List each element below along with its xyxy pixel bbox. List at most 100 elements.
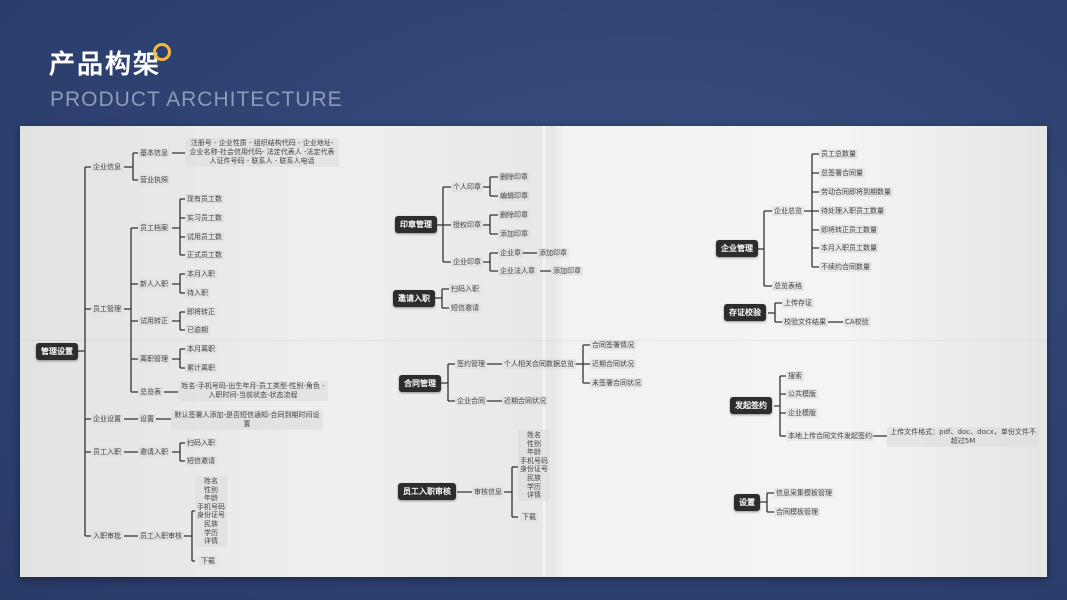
node: 已逾期 [185, 325, 210, 335]
field: 学历 [204, 528, 218, 537]
node: 正式员工数 [185, 250, 224, 260]
node: 添加印章 [498, 229, 530, 239]
fold-line [543, 126, 545, 577]
field-list: 姓名性别年龄手机号码身份证号民族学历详情 [518, 430, 550, 501]
node: 个人印章 [451, 182, 483, 192]
connector [758, 210, 772, 287]
node: 入职审批 [91, 531, 123, 541]
node: 审核信息 [472, 487, 504, 497]
page-title: 产品构架 [49, 50, 162, 80]
connector [774, 375, 786, 437]
node: 企业模版 [786, 408, 818, 418]
node: 扫码入职 [185, 438, 217, 448]
connector [172, 311, 185, 331]
node: 设置 [138, 414, 156, 424]
connector [760, 492, 774, 513]
node: 扫码入职 [449, 284, 481, 294]
root-node: 员工入职审核 [398, 483, 456, 500]
node: 合同模板管理 [774, 507, 820, 517]
root-node: 合同管理 [399, 375, 441, 392]
connector [483, 176, 498, 197]
connector [172, 442, 185, 462]
node: 企业总览 [772, 206, 804, 216]
field: 手机号码 [520, 456, 548, 465]
node: 即将转正 [185, 307, 217, 317]
connector [78, 166, 91, 537]
node: 待处理入职员工数量 [819, 206, 886, 216]
field: 详情 [204, 537, 218, 546]
node: 近期合同状况 [502, 396, 548, 406]
node: 累计离职 [185, 363, 217, 373]
node: 签约管理 [455, 359, 487, 369]
node: 邀请入职 [138, 447, 170, 457]
root-node: 邀请入职 [393, 290, 435, 307]
detail-box: 姓名-手机号码-出生年月-员工类型-性别-角色 - 入职时间-当前状态-状态流程 [178, 381, 328, 401]
node: 员工入职 [91, 447, 123, 457]
connector [483, 252, 498, 272]
node: 企业信息 [91, 162, 123, 172]
ring-decoration-icon [153, 43, 171, 61]
field: 性别 [527, 439, 541, 448]
node: 添加印章 [551, 266, 583, 276]
node: 下载 [520, 512, 538, 522]
connector [124, 152, 138, 181]
field-list: 姓名性别年龄手机号码身份证号民族学历详情 [195, 476, 227, 547]
node: 实习员工数 [185, 213, 224, 223]
field: 手机号码 [197, 502, 225, 511]
node: 个人相关合同数据总览 [502, 359, 576, 369]
node: 企业章 [498, 248, 523, 258]
node: 现有员工数 [185, 194, 224, 204]
field: 姓名 [527, 431, 541, 439]
root-node: 印章管理 [395, 216, 437, 233]
node: 添加印章 [537, 248, 569, 258]
field: 民族 [527, 473, 541, 482]
node: 短信邀请 [449, 303, 481, 313]
root-node: 发起签约 [730, 397, 772, 414]
connector [172, 198, 185, 256]
node: 短信邀请 [185, 456, 217, 466]
node: 编辑印章 [498, 191, 530, 201]
connector [768, 302, 782, 323]
connector [435, 288, 449, 309]
root-node: 存证校验 [724, 304, 766, 321]
node: 企业印章 [451, 257, 483, 267]
connector [804, 153, 819, 268]
field: 姓名 [204, 477, 218, 485]
detail-box: 注册号 - 企业性质 - 组织结构代码 - 企业地址-企业名称-社会信用代码- … [185, 138, 339, 167]
node: 员工档案 [138, 223, 170, 233]
connector [172, 273, 185, 294]
node: 待入职 [185, 288, 210, 298]
connector [124, 227, 138, 393]
node: 校验文件结果 [782, 317, 828, 327]
detail-box: 默认签署人添加-是否短信通知-合同到期时间设置 [171, 410, 323, 430]
field: 身份证号 [197, 511, 225, 520]
fold-line [20, 340, 1047, 341]
connector [172, 348, 185, 369]
node: 企业设置 [91, 414, 123, 424]
root-node: 企业管理 [716, 240, 758, 257]
field: 学历 [527, 482, 541, 491]
connector [575, 344, 590, 384]
connector [184, 510, 195, 562]
node: 即将转正员工数量 [819, 225, 879, 235]
detail-box: 上传文件格式：pdf、doc、docx，单份文件不超过5M [887, 427, 1039, 447]
node: 搜索 [786, 371, 804, 381]
node: 营业执照 [138, 175, 170, 185]
node: 删除印章 [498, 172, 530, 182]
node: 本月离职 [185, 344, 217, 354]
node: 近期合同状况 [590, 359, 636, 369]
node: 下载 [199, 556, 217, 566]
node: 企业法人章 [498, 266, 537, 276]
node: 上传存证 [782, 298, 814, 308]
node: 合同签署情况 [590, 340, 636, 350]
page-subtitle: PRODUCT ARCHITECTURE [50, 88, 343, 111]
node: 总签署合同量 [819, 168, 865, 178]
node: 员工入职审核 [138, 531, 184, 541]
connector [483, 214, 498, 235]
node: 本月入职员工数量 [819, 243, 879, 253]
node: 不续约合同数量 [819, 262, 872, 272]
connector [504, 466, 518, 518]
node: 企业合同 [455, 396, 487, 406]
node: 本月入职 [185, 269, 217, 279]
node: 试用转正 [138, 316, 170, 326]
